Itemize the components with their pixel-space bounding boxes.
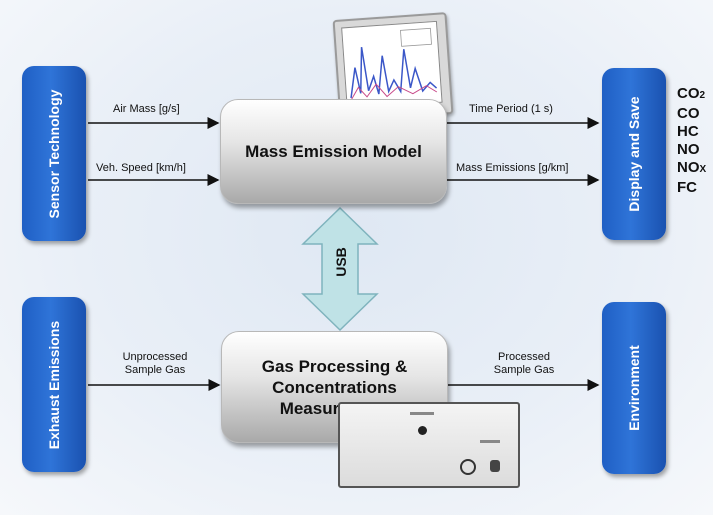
plot-preview-icon <box>350 27 438 101</box>
display-and-save-box: Display and Save <box>602 68 666 240</box>
unprocessed-gas-label: Unprocessed Sample Gas <box>100 351 210 377</box>
display-and-save-label: Display and Save <box>626 96 642 212</box>
pollutant-co2: CO2 <box>677 85 706 102</box>
usb-double-arrow <box>301 206 379 332</box>
pollutant-co: CO <box>677 105 700 122</box>
time-period-label: Time Period (1 s) <box>469 103 553 115</box>
unprocessed-line1: Unprocessed <box>122 351 188 363</box>
pollutant-list: CO2 CO HC NO NOX FC <box>677 85 706 197</box>
pollutant-nox: NOX <box>677 159 707 176</box>
mass-emissions-label: Mass Emissions [g/km] <box>456 162 569 174</box>
environment-label: Environment <box>626 345 642 431</box>
processed-line2: Sample Gas <box>493 364 555 376</box>
measurement-device-icon <box>338 402 520 488</box>
pollutant-fc: FC <box>677 179 697 196</box>
pollutant-hc: HC <box>677 123 699 140</box>
exhaust-emissions-box: Exhaust Emissions <box>22 297 86 472</box>
pollutant-no: NO <box>677 141 700 158</box>
air-mass-label: Air Mass [g/s] <box>113 103 180 115</box>
mass-emission-model-box: Mass Emission Model <box>220 99 447 204</box>
sensor-technology-label: Sensor Technology <box>46 89 62 218</box>
gas-processing-line2: Concentrations <box>272 377 397 397</box>
gas-processing-line1: Gas Processing & <box>261 356 408 376</box>
usb-label: USB <box>333 247 349 277</box>
processed-gas-label: Processed Sample Gas <box>474 351 574 377</box>
laptop-screen-icon <box>332 12 454 122</box>
exhaust-emissions-label: Exhaust Emissions <box>46 320 62 449</box>
processed-line1: Processed <box>498 351 550 363</box>
sensor-technology-box: Sensor Technology <box>22 66 86 241</box>
mass-emission-model-label: Mass Emission Model <box>245 141 422 161</box>
unprocessed-line2: Sample Gas <box>124 364 186 376</box>
environment-box: Environment <box>602 302 666 474</box>
veh-speed-label: Veh. Speed [km/h] <box>96 162 186 174</box>
